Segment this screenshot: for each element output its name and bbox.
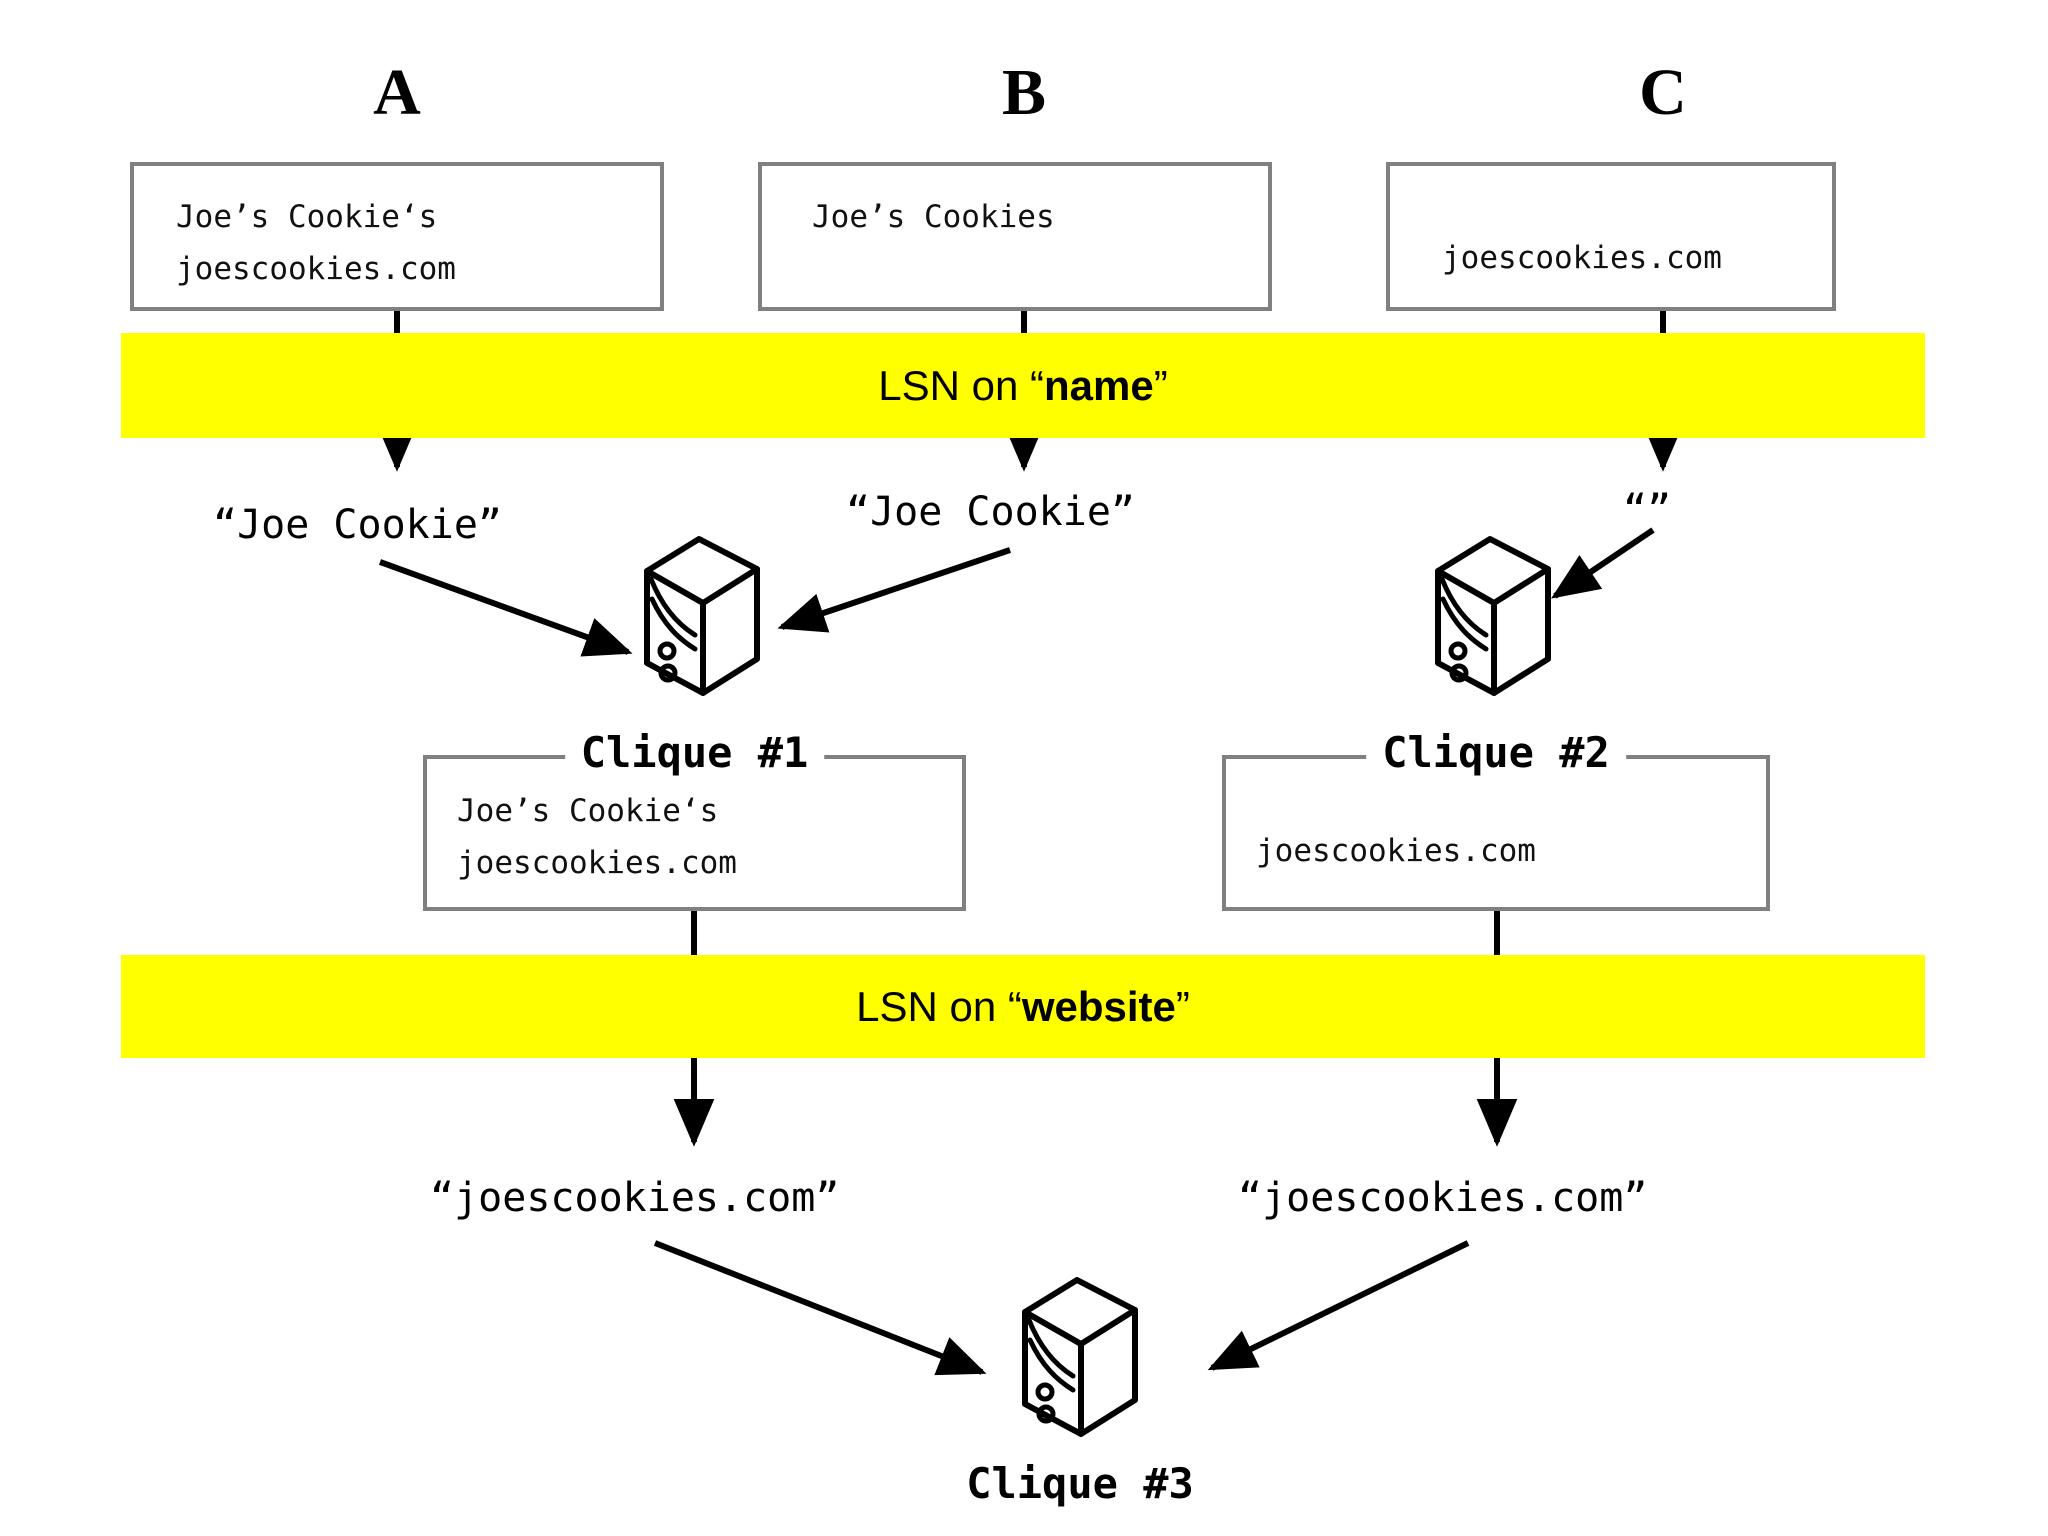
clique-1-line-2: joescookies.com (457, 845, 737, 881)
record-b-line-1: Joe’s Cookies (812, 199, 1055, 235)
clique-2-line-1: joescookies.com (1256, 833, 1536, 869)
lsn-suffix: ” (1153, 361, 1168, 409)
lsn-band-website-label: LSN on “website” (856, 983, 1190, 1031)
record-a-line-2: joescookies.com (176, 251, 456, 287)
record-box-a: Joe’s Cookie‘s joescookies.com (130, 162, 664, 311)
lsn-suffix: ” (1175, 982, 1190, 1030)
source-label-b: B (1001, 56, 1047, 129)
record-a-line-1: Joe’s Cookie‘s (176, 199, 438, 235)
source-label-a: A (373, 56, 421, 129)
name-value-b: “Joe Cookie” (846, 489, 1135, 535)
lsn-prefix: LSN on “ (878, 361, 1045, 409)
name-value-c: “” (1623, 487, 1672, 533)
lsn-band-name: LSN on “name” (121, 333, 1925, 438)
server-tower-icon-clique-3 (1022, 1277, 1138, 1437)
record-box-c: joescookies.com (1386, 162, 1836, 311)
lsn-prefix: LSN on “ (856, 982, 1022, 1030)
lsn-key: name (1044, 361, 1154, 409)
name-value-a: “Joe Cookie” (213, 502, 502, 548)
record-c-line-1: joescookies.com (1442, 240, 1722, 276)
clique-1-legend: Clique #1 (564, 725, 825, 781)
clique-1-box: Clique #1 Joe’s Cookie‘s joescookies.com (423, 725, 966, 911)
lsn-band-website: LSN on “website” (121, 955, 1925, 1058)
lsn-key: website (1021, 982, 1176, 1030)
server-tower-icon-clique-2 (1435, 536, 1551, 696)
source-label-c: C (1639, 56, 1687, 129)
clique-2-box: Clique #2 joescookies.com (1222, 725, 1770, 911)
server-tower-icon-clique-1 (644, 536, 760, 696)
clique-2-legend: Clique #2 (1366, 725, 1626, 781)
clique-3-caption: Clique #3 (966, 1459, 1194, 1508)
record-box-b: Joe’s Cookies (758, 162, 1272, 311)
website-value-right: “joescookies.com” (1238, 1175, 1648, 1221)
lsn-band-name-label: LSN on “name” (878, 362, 1167, 410)
clique-1-line-1: Joe’s Cookie‘s (457, 793, 719, 829)
website-value-left: “joescookies.com” (430, 1175, 840, 1221)
